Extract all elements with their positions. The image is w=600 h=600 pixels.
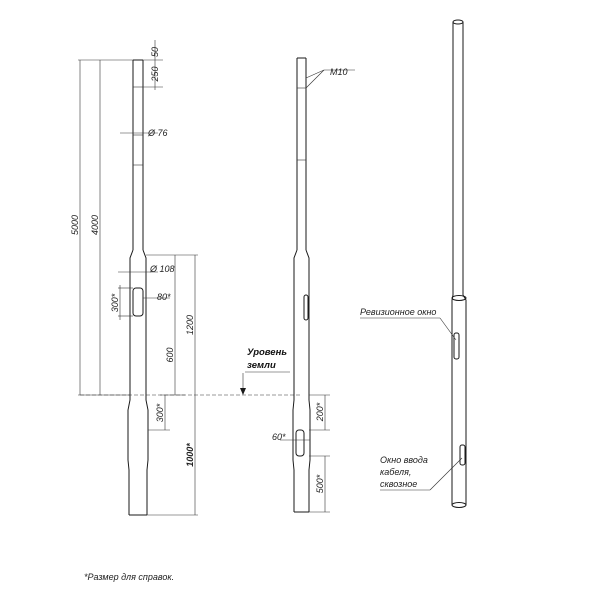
inspection-window-front — [132, 287, 144, 317]
dim-d76: Ø 76 — [147, 128, 168, 138]
view-front: 50 250 Ø 76 Ø 108 5000 4000 300* 80* 120… — [70, 40, 198, 516]
ground-label-line1: Уровень — [247, 347, 287, 358]
dim-600: 600 — [165, 347, 175, 362]
dim-4000: 4000 — [90, 215, 100, 235]
m10-label: M10 — [330, 67, 348, 77]
dim-80: 80* — [157, 292, 171, 302]
dim-300-bottom: 300* — [155, 403, 165, 422]
dim-1000: 1000* — [185, 443, 195, 467]
cable-window-label-line2: кабеля, — [380, 467, 411, 477]
dim-1200: 1200 — [185, 315, 195, 335]
dim-300-window: 300* — [110, 293, 120, 312]
cable-window-label-line1: Окно ввода — [380, 455, 428, 465]
cable-window-iso — [459, 444, 466, 466]
dim-200: 200* — [315, 402, 325, 422]
view-iso: Ревизионное окно Окно ввода кабеля, скво… — [360, 19, 467, 508]
inspection-window-label: Ревизионное окно — [360, 307, 436, 317]
cable-window-label-line3: сквозное — [380, 479, 417, 489]
view-side: M10 200* 60* 500* — [272, 57, 355, 513]
dim-500: 500* — [315, 474, 325, 493]
dim-5000: 5000 — [70, 215, 80, 235]
dim-d108: Ø 108 — [149, 264, 175, 274]
ground-level: Уровень земли — [80, 347, 300, 396]
upper-tube — [132, 59, 144, 250]
dim-60: 60* — [272, 432, 286, 442]
ground-label-line2: земли — [247, 360, 276, 371]
footnote: *Размер для справок. — [84, 572, 174, 582]
side-slot-upper — [303, 294, 309, 321]
cable-window-side — [295, 429, 305, 457]
dim-250: 250 — [150, 66, 160, 82]
dim-50: 50 — [150, 47, 160, 57]
inspection-window-iso — [453, 332, 460, 360]
